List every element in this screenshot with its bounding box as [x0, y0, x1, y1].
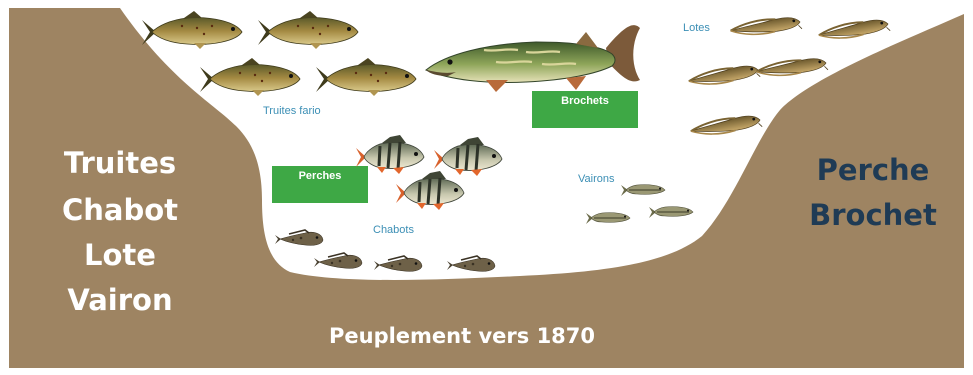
label-vairons: Vairons [578, 173, 615, 185]
left-label-lote: Lote [84, 238, 156, 272]
right-label-brochet: Brochet [809, 198, 937, 232]
label-chabots: Chabots [373, 224, 414, 236]
caption: Peuplement vers 1870 [329, 324, 595, 348]
label-truites-fario: Truites fario [263, 105, 321, 117]
tag-brochets: Brochets [532, 91, 638, 128]
label-lotes: Lotes [683, 22, 710, 34]
right-label-perche: Perche [817, 153, 930, 187]
tag-perches: Perches [272, 166, 368, 203]
left-label-vairon: Vairon [67, 283, 172, 317]
tag-perches-label: Perches [299, 170, 342, 182]
left-label-chabot: Chabot [62, 193, 178, 227]
tag-brochets-label: Brochets [561, 95, 609, 107]
left-label-truites: Truites [64, 146, 176, 180]
